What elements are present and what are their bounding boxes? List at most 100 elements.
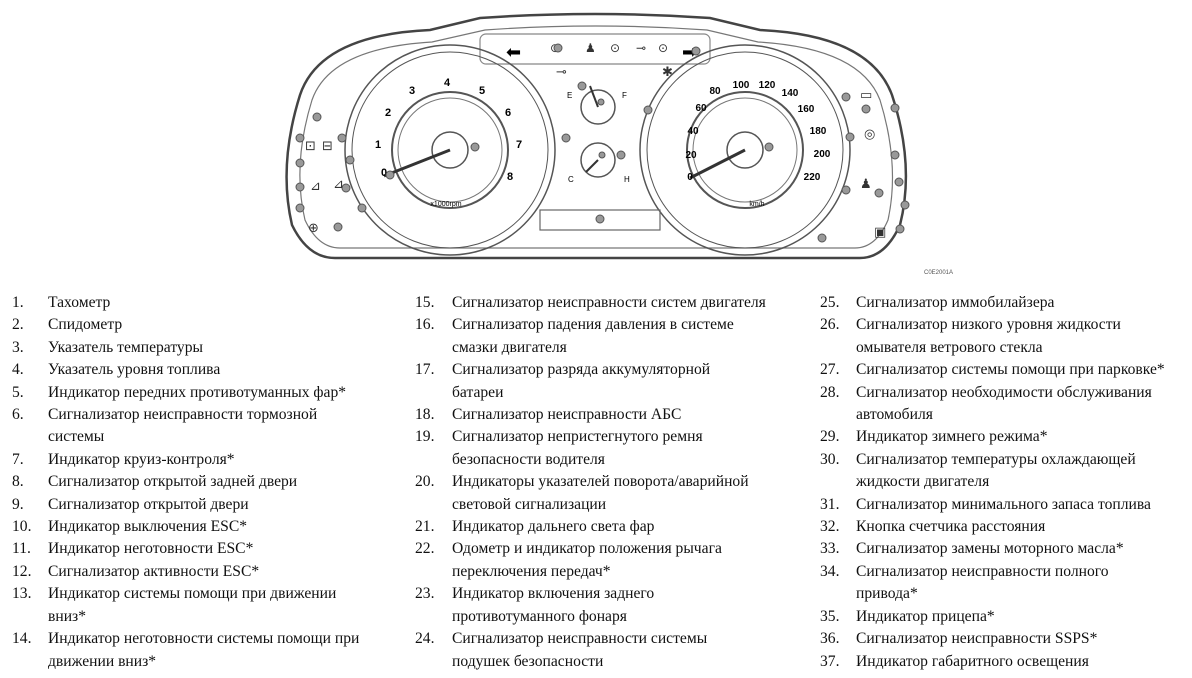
legend-item-line: жидкости двигателя [856, 473, 990, 491]
tach-number: 6 [505, 107, 511, 119]
esc-icon: ⊿ [333, 177, 344, 192]
legend-item-line: переключения передач* [452, 562, 611, 580]
legend-item: 36. Сигнализатор неисправности SSPS* [820, 628, 1190, 650]
legend-item-line: Сигнализатор неисправности SSPS* [856, 630, 1098, 648]
engine-icon: ⊡ [305, 139, 316, 154]
legend-item-number: 2. [12, 316, 24, 334]
legend-item: 7.Индикатор круиз-контроля* [12, 449, 392, 471]
legend-item-text: Сигнализатор неисправности АБС [452, 404, 681, 426]
speed-number: 40 [687, 126, 699, 137]
legend-item: 9.Сигнализатор открытой двери [12, 494, 392, 516]
legend-item: 28.Сигнализатор необходимости обслуживан… [820, 382, 1190, 427]
legend-item-line: Индикатор габаритного освещения [856, 652, 1089, 670]
legend-item-line: Сигнализатор неисправности систем двигат… [452, 294, 766, 311]
legend-item: 4.Указатель уровня топлива [12, 359, 392, 381]
tach-number: 7 [516, 139, 522, 151]
legend-item-line: батареи [452, 383, 504, 401]
tach-number: 4 [444, 77, 451, 89]
speed-number: 160 [798, 104, 815, 115]
legend-item-line: привода* [856, 585, 918, 603]
legend-item-number: 27. [820, 361, 840, 379]
legend-item-text: Сигнализатор минимального запаса топлива [856, 494, 1151, 516]
legend-item: 35.Индикатор прицепа* [820, 606, 1190, 628]
legend-item-number: 31. [820, 495, 840, 513]
odometer-display [539, 209, 661, 231]
legend-item-text: Индикатор неготовности ESC* [48, 538, 253, 560]
legend-item-line: Сигнализатор необходимости обслуживания [856, 383, 1152, 401]
legend-item-line: Сигнализатор минимального запаса топлива [856, 495, 1151, 513]
tach-number: 8 [507, 171, 513, 183]
legend-item-line: системы [48, 428, 105, 446]
legend-item-line: движении вниз* [48, 652, 157, 670]
legend-item-line: Сигнализатор открытой задней двери [48, 473, 298, 491]
legend-item-text: Индикатор передних противотуманных фар* [48, 382, 346, 404]
legend-item: 16.Сигнализатор падения давления в систе… [415, 314, 800, 359]
legend-item-line: Кнопка счетчика расстояния [856, 518, 1046, 536]
seatbelt-icon: ♟ [860, 177, 872, 192]
legend-item: 32.Кнопка счетчика расстояния [820, 516, 1190, 538]
steering-icon: ◎ [864, 127, 875, 142]
speed-number: 0 [687, 172, 693, 183]
svg-text:⊙: ⊙ [610, 41, 620, 55]
tach-number: 1 [375, 139, 381, 151]
airbag-icon: ✱ [662, 65, 673, 80]
svg-text:H: H [624, 175, 630, 184]
legend-item-line: Сигнализатор разряда аккумуляторной [452, 361, 711, 379]
legend-column-3: 25.Сигнализатор иммобилайзера 26. Сигнализ… [820, 292, 1190, 673]
legend-item-number: 11. [12, 540, 31, 558]
battery-icon: ▭ [860, 88, 872, 103]
tach-number: 2 [385, 107, 391, 119]
speed-number: 60 [695, 103, 707, 114]
legend-item: 13. Индикатор системы помощи при движении… [12, 583, 392, 628]
legend-item-text: Индикатор выключения ESC* [48, 516, 247, 538]
legend-item-line: Индикатор дальнего света фар [452, 518, 655, 536]
legend-item-text: Указатель уровня топлива [48, 359, 220, 381]
speed-unit: km/h [749, 201, 764, 208]
legend-item-text: Сигнализатор неисправности тормозной сист… [48, 404, 317, 449]
legend-item-text: Сигнализатор активности ESC* [48, 561, 259, 583]
legend-item: 37.Индикатор габаритного освещения [820, 651, 1190, 673]
legend-item: 14.Индикатор неготовности системы помощи… [12, 628, 392, 673]
legend-item-number: 13. [12, 585, 32, 603]
legend-item-line: Сигнализатор открытой двери [48, 495, 249, 513]
legend-item-number: 22. [415, 540, 435, 558]
legend-item: 29. Индикатор зимнего режима* [820, 426, 1190, 448]
legend-item-number: 36. [820, 630, 840, 648]
legend-item-line: Сигнализатор падения давления в системе [452, 316, 734, 334]
legend-item-number: 29. [820, 428, 840, 446]
speed-number: 80 [709, 86, 721, 97]
legend-item: 25.Сигнализатор иммобилайзера [820, 292, 1190, 314]
legend-item-number: 26. [820, 316, 840, 334]
legend-item-line: безопасности водителя [452, 450, 605, 468]
svg-text:C: C [568, 175, 574, 184]
legend-item-number: 17. [415, 361, 435, 379]
legend-item-line: Сигнализатор неисправности тормозной [48, 406, 318, 424]
speed-number: 120 [759, 80, 776, 91]
legend-item-line: Сигнализатор неисправности АБС [452, 406, 682, 424]
legend-item-line: Индикатор зимнего режима* [856, 428, 1048, 446]
tach-unit: x1000rpm [430, 201, 461, 208]
legend-item-line: Сигнализатор неисправности полного [856, 562, 1109, 580]
legend-item-text: Указатель температуры [48, 337, 203, 359]
legend-item: 27.Сигнализатор системы помощи при парко… [820, 359, 1190, 381]
turn-left-icon: ⬅ [506, 42, 521, 63]
legend-item: 21.Индикатор дальнего света фар [415, 516, 800, 538]
legend-item-line: Сигнализатор активности ESC* [48, 562, 260, 580]
legend-item-line: Указатель уровня топлива [48, 361, 221, 379]
legend-item-text: Индикатор круиз-контроля* [48, 449, 235, 471]
speed-number: 200 [814, 149, 831, 160]
legend-item-number: 1. [12, 294, 24, 311]
legend-item-number: 24. [415, 630, 435, 648]
legend-item: 20.Индикаторы указателей поворота/аварий… [415, 471, 800, 516]
legend-item-line: Спидометр [48, 316, 123, 334]
legend-item-line: Индикатор системы помощи при движении [48, 585, 337, 603]
tachometer: 0 1 2 3 4 5 6 7 8 x1000rpm [344, 44, 556, 256]
